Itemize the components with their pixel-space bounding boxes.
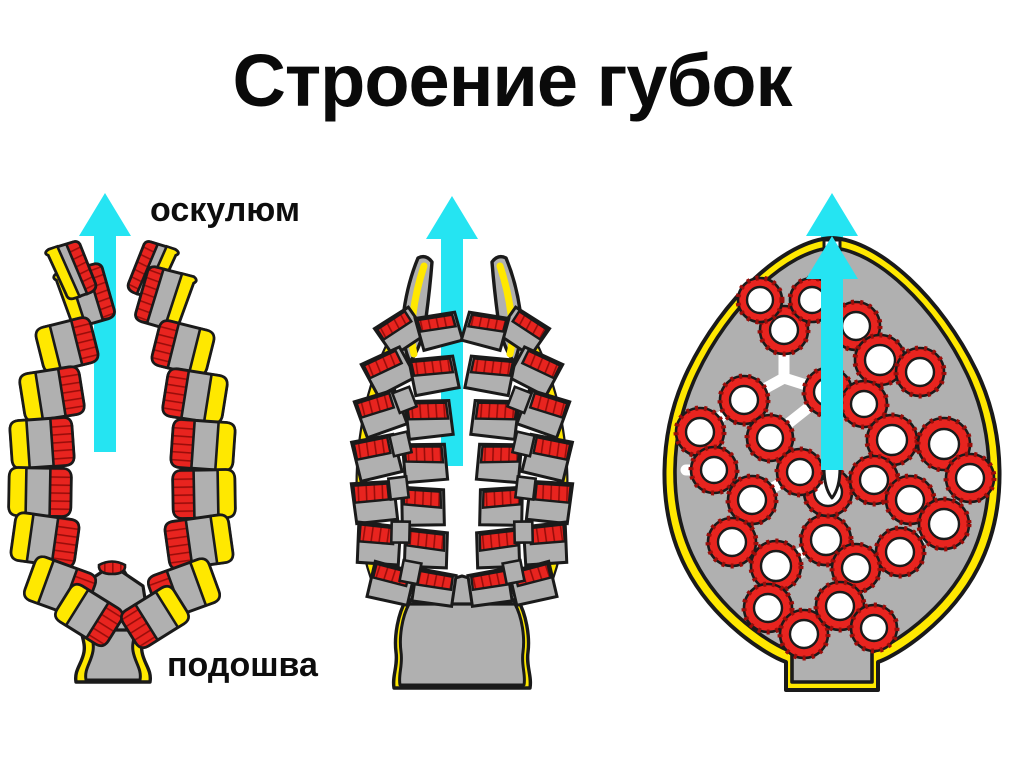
sycon-sponge (349, 254, 575, 690)
leucon-sponge (662, 236, 1002, 692)
label-sole: подошва (167, 646, 318, 684)
leucon-flow-arrow-overlay (806, 236, 858, 470)
sycon-chambers-right (459, 305, 575, 608)
leucon-chambers (673, 275, 997, 661)
label-osculum: оскулюм (150, 191, 301, 229)
sycon-chambers-left (349, 305, 465, 608)
water-flow-arrow-ascon (79, 193, 131, 452)
ascon-wall-left (7, 240, 124, 648)
page-title: Строение губок (232, 39, 792, 122)
ascon-sponge (7, 240, 237, 684)
ascon-wall-right (120, 240, 237, 650)
